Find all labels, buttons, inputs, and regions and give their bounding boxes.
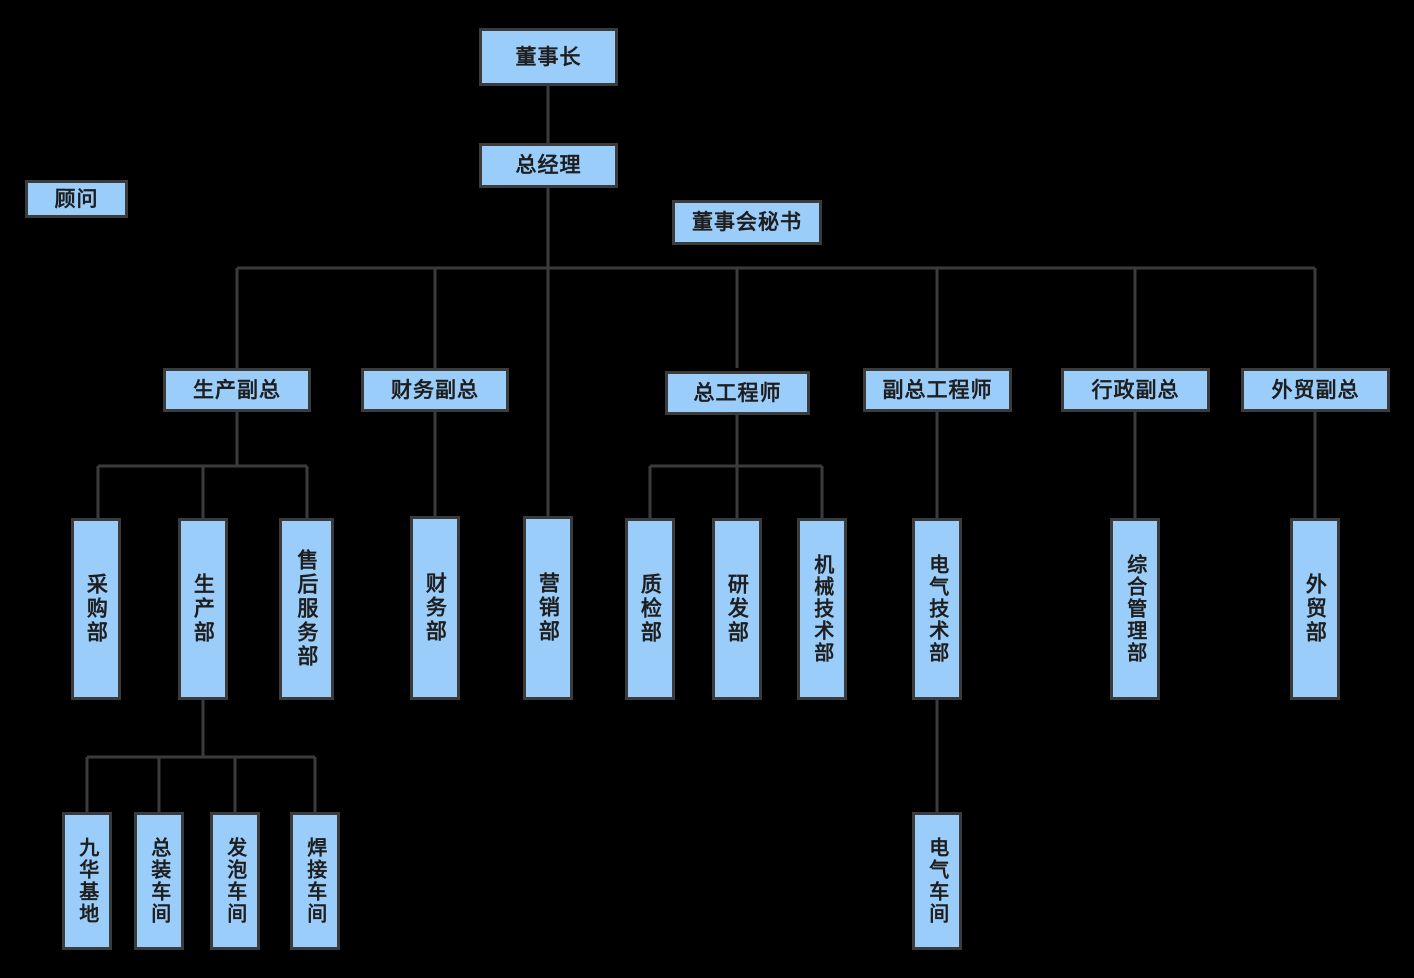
node-dept-finance[interactable]: 财务部 (410, 516, 460, 700)
node-dept-mechanical-tech[interactable]: 机械技术部 (797, 518, 847, 700)
node-vp-production[interactable]: 生产副总 (163, 368, 311, 412)
node-dept-general-admin[interactable]: 综合管理部 (1110, 518, 1160, 700)
node-vp-finance[interactable]: 财务副总 (361, 368, 509, 412)
node-vp-foreign-trade[interactable]: 外贸副总 (1241, 368, 1390, 412)
node-workshop-assembly[interactable]: 总装车间 (134, 812, 184, 950)
node-chief-engineer[interactable]: 总工程师 (665, 371, 810, 415)
node-workshop-foaming[interactable]: 发泡车间 (210, 812, 260, 950)
node-dept-marketing[interactable]: 营销部 (523, 516, 573, 700)
node-board-secretary[interactable]: 董事会秘书 (672, 200, 822, 245)
node-workshop-jiuhua-base[interactable]: 九华基地 (62, 812, 112, 950)
node-dept-rnd[interactable]: 研发部 (712, 518, 762, 700)
node-advisor[interactable]: 顾问 (25, 180, 128, 218)
node-dept-purchasing[interactable]: 采购部 (71, 518, 121, 700)
node-vp-admin[interactable]: 行政副总 (1061, 368, 1210, 412)
node-workshop-electrical[interactable]: 电气车间 (912, 812, 962, 950)
node-general-manager[interactable]: 总经理 (479, 143, 618, 188)
node-deputy-chief-engineer[interactable]: 副总工程师 (863, 368, 1012, 412)
node-chairman[interactable]: 董事长 (479, 28, 618, 86)
node-dept-electrical-tech[interactable]: 电气技术部 (912, 518, 962, 700)
node-dept-after-sales[interactable]: 售后服务部 (279, 518, 334, 700)
node-workshop-welding[interactable]: 焊接车间 (290, 812, 340, 950)
node-dept-foreign-trade[interactable]: 外贸部 (1290, 518, 1340, 700)
node-dept-production[interactable]: 生产部 (178, 518, 228, 700)
node-dept-quality[interactable]: 质检部 (625, 518, 675, 700)
